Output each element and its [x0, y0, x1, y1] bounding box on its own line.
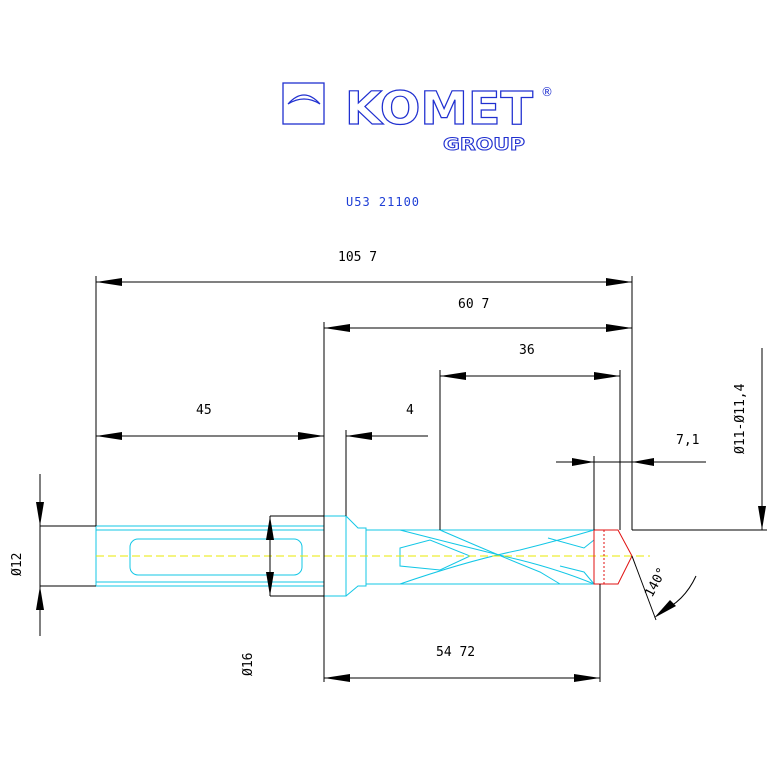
komet-logo: KOMET ® GROUP [282, 81, 553, 156]
dim-overall-length: 105 7 [338, 250, 377, 265]
dim-flute-length: 36 [519, 343, 535, 358]
flute-helix-3 [439, 529, 561, 585]
flute-helix-5 [547, 537, 595, 549]
logo-group-text: GROUP [443, 135, 525, 155]
dim-neck-length: 4 [406, 403, 414, 418]
logo-emblem-arc [287, 94, 321, 105]
dim-point-angle: 140° [642, 565, 670, 600]
flute-helix-4 [399, 539, 472, 571]
dim-body-length: 54 72 [436, 645, 475, 660]
neck-outline [345, 515, 367, 597]
part-number: U53 21100 [346, 195, 420, 209]
dim-tip-length: 7,1 [676, 433, 699, 448]
tip-outline [593, 529, 633, 585]
dim-from-flange: 60 7 [458, 297, 489, 312]
drill-body [95, 515, 650, 597]
dim-flange-diameter: Ø16 [241, 653, 256, 676]
flute-helix-1 [399, 529, 595, 585]
dimension-lines [36, 276, 767, 682]
flute-helix-6 [559, 565, 595, 585]
logo-brand-text: KOMET [345, 82, 533, 135]
dim-cutting-diameter: Ø11-Ø11,4 [733, 383, 748, 454]
dim-shank-diameter: Ø12 [10, 553, 25, 576]
logo-registered-mark: ® [541, 85, 553, 99]
shank-flat [129, 538, 303, 576]
logo-emblem-box [282, 82, 325, 125]
flute-helix-2 [399, 529, 595, 585]
dim-shank-length: 45 [196, 403, 212, 418]
